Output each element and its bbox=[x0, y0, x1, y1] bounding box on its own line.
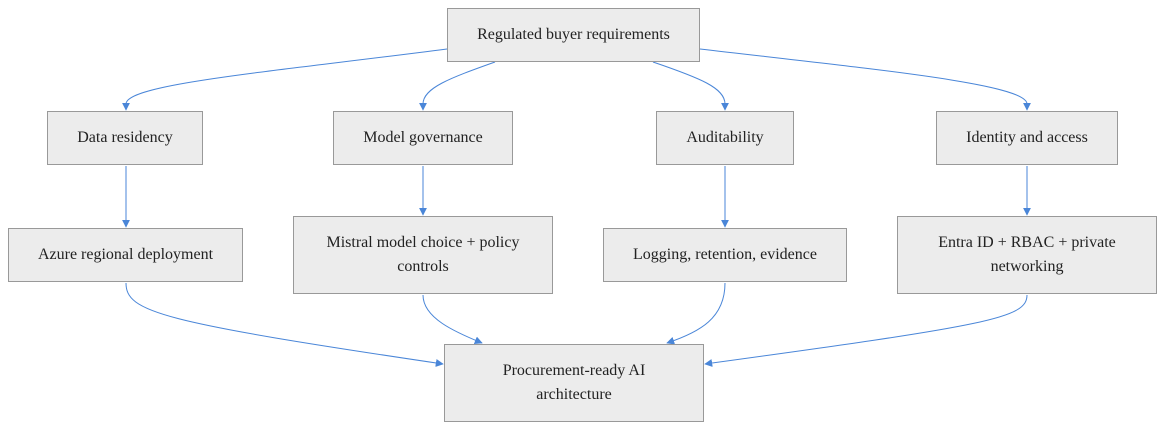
node-label: Auditability bbox=[686, 129, 764, 146]
edge-entra-to-procurement bbox=[704, 294, 1028, 367]
node-logging-retention-evidence: Logging, retention, evidence bbox=[603, 228, 847, 282]
edge-mistral-to-procurement bbox=[422, 294, 483, 344]
node-label: Identity and access bbox=[966, 129, 1088, 146]
node-auditability: Auditability bbox=[656, 111, 794, 165]
edge-root-to-identity-access bbox=[699, 48, 1031, 111]
node-label: Azure regional deployment bbox=[37, 246, 214, 263]
node-label: Model governance bbox=[363, 129, 483, 146]
edge-root-to-auditability bbox=[652, 61, 729, 111]
node-procurement-ready-architecture: Procurement-ready AI architecture bbox=[444, 344, 704, 422]
node-azure-regional-deployment: Azure regional deployment bbox=[8, 228, 243, 282]
node-identity-and-access: Identity and access bbox=[936, 111, 1118, 165]
node-label: Data residency bbox=[77, 129, 173, 146]
edge-logging-to-procurement bbox=[666, 282, 726, 345]
node-label: Procurement-ready AI architecture bbox=[502, 362, 646, 403]
node-label: Regulated buyer requirements bbox=[477, 26, 670, 43]
node-label: Mistral model choice + policy controls bbox=[326, 234, 520, 275]
node-mistral-model-choice-policy: Mistral model choice + policy controls bbox=[293, 216, 553, 294]
edge-root-to-model-governance bbox=[419, 61, 496, 111]
node-model-governance: Model governance bbox=[333, 111, 513, 165]
edge-azure-to-procurement bbox=[125, 282, 444, 367]
edge-root-to-data-residency bbox=[122, 48, 448, 111]
node-regulated-buyer-requirements: Regulated buyer requirements bbox=[447, 8, 700, 62]
node-data-residency: Data residency bbox=[47, 111, 203, 165]
node-label: Logging, retention, evidence bbox=[633, 246, 817, 263]
node-label: Entra ID + RBAC + private networking bbox=[938, 234, 1116, 275]
node-entra-id-rbac-networking: Entra ID + RBAC + private networking bbox=[897, 216, 1157, 294]
